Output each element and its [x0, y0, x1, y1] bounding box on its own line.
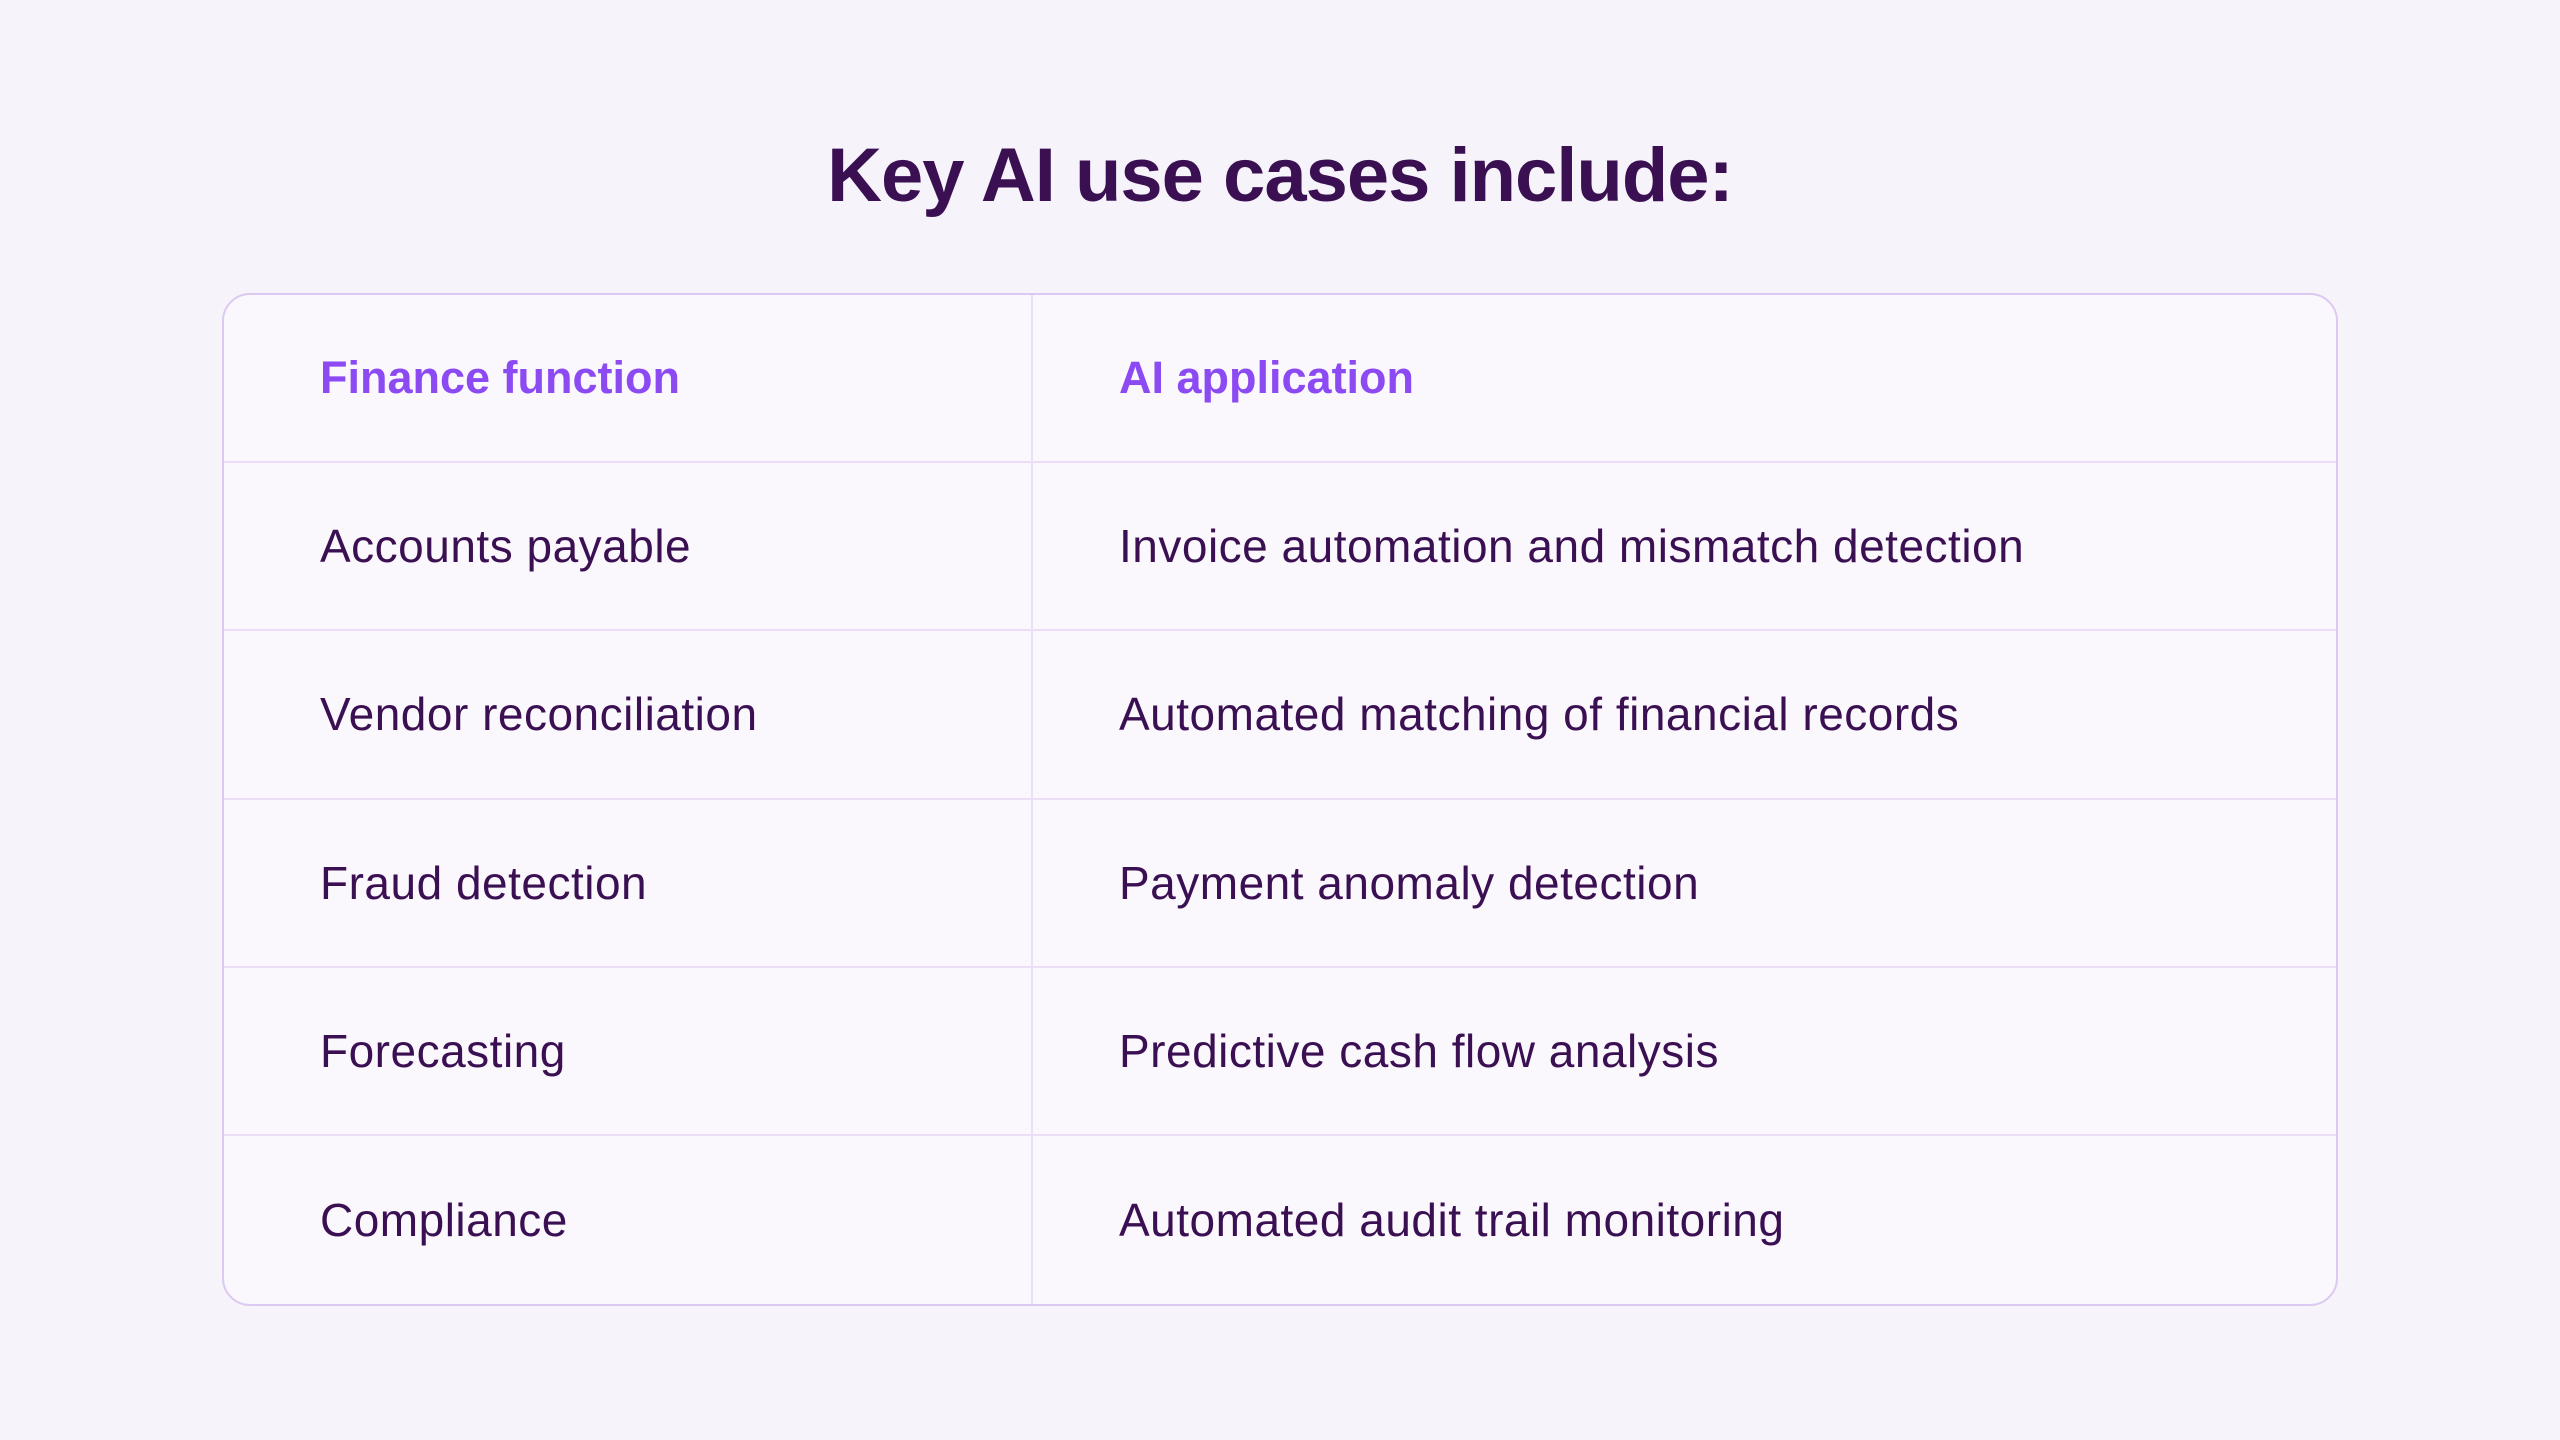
table-header-row: Finance function AI application	[224, 295, 2336, 464]
column-header-finance-function: Finance function	[224, 295, 1033, 462]
finance-function-cell: Compliance	[224, 1135, 1033, 1304]
finance-function-cell: Fraud detection	[224, 799, 1033, 966]
column-header-ai-application: AI application	[1119, 352, 1415, 404]
table-row: Vendor reconciliation Automated matching…	[224, 631, 2336, 800]
table-row: Accounts payable Invoice automation and …	[224, 463, 2336, 632]
ai-application-cell: Payment anomaly detection	[1119, 856, 1700, 909]
use-cases-table: Finance function AI application Accounts…	[222, 293, 2338, 1306]
table-row: Compliance Automated audit trail monitor…	[224, 1135, 2336, 1304]
ai-application-cell: Invoice automation and mismatch detectio…	[1119, 520, 2025, 573]
ai-application-cell: Automated matching of financial records	[1119, 688, 1960, 741]
ai-application-cell: Automated audit trail monitoring	[1119, 1193, 1785, 1246]
finance-function-cell: Forecasting	[224, 967, 1033, 1134]
page-title: Key AI use cases include:	[827, 133, 1734, 218]
finance-function-cell: Accounts payable	[224, 463, 1033, 630]
ai-application-cell: Predictive cash flow analysis	[1119, 1024, 1719, 1077]
table-row: Fraud detection Payment anomaly detectio…	[224, 799, 2336, 968]
finance-function-cell: Vendor reconciliation	[224, 631, 1033, 798]
table-row: Forecasting Predictive cash flow analysi…	[224, 967, 2336, 1136]
